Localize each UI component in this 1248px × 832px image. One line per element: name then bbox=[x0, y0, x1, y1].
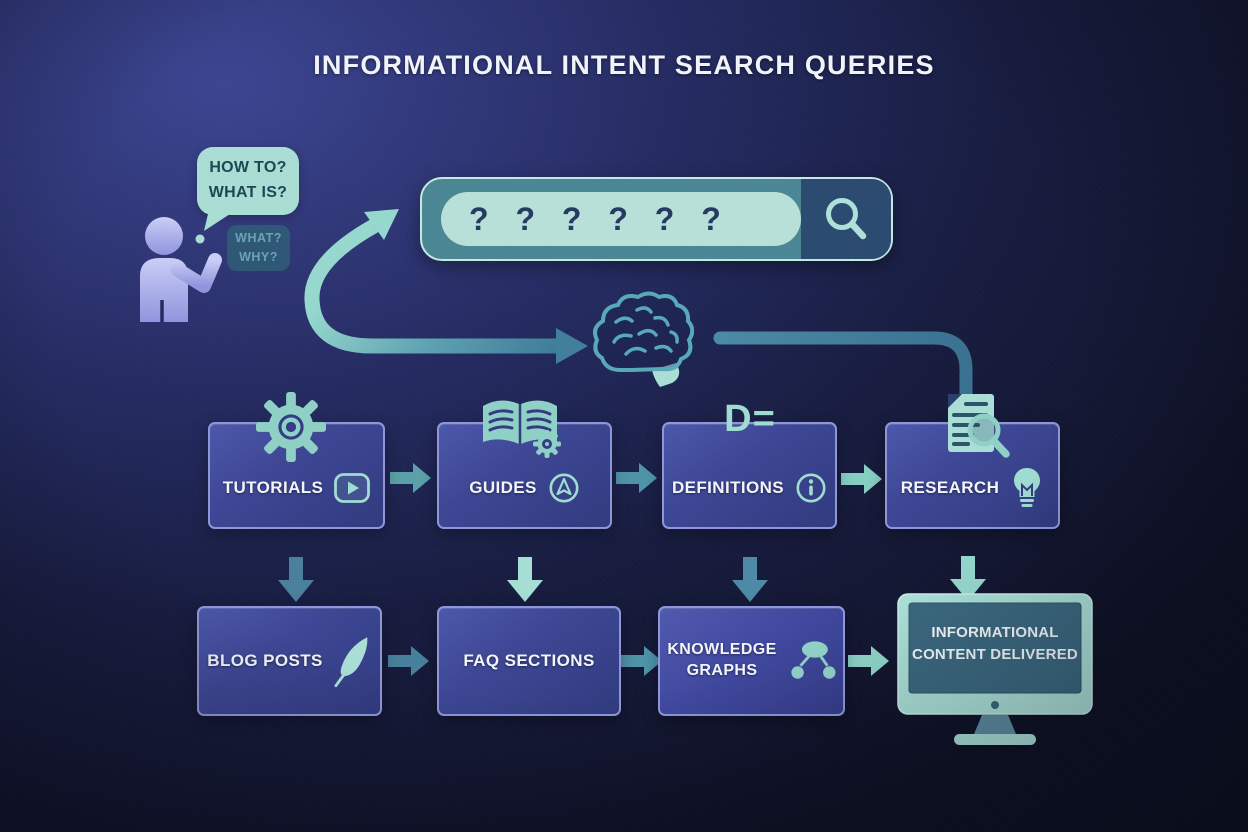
flow-box-faqsections: FAQ SECTIONS bbox=[437, 606, 621, 716]
person-icon bbox=[140, 217, 222, 322]
bubble-secondary-line2: WHY? bbox=[239, 250, 278, 264]
brain-icon bbox=[593, 291, 694, 387]
arrow-guides-to-faq bbox=[507, 557, 543, 602]
lightbulb-icon bbox=[1014, 467, 1041, 507]
info-icon bbox=[796, 473, 826, 502]
flow-box-blogposts: BLOG POSTS bbox=[197, 606, 382, 716]
research-label: RESEARCH bbox=[900, 477, 1000, 497]
knowledgegraphs-label: KNOWLEDGE GRAPHS bbox=[667, 640, 776, 682]
bubble-secondary-line1: WHAT? bbox=[235, 231, 282, 246]
arrow-faq-to-knowledgegraphs bbox=[621, 646, 662, 676]
navigation-arrow-icon bbox=[549, 473, 579, 502]
search-button bbox=[801, 179, 891, 259]
knowledge-graph-icon bbox=[791, 641, 836, 679]
feather-icon bbox=[334, 637, 368, 688]
speech-bubble-secondary: WHAT? WHY? bbox=[227, 225, 290, 271]
search-query-text: ? ? ? ? ? ? bbox=[469, 200, 730, 237]
curved-arrow-path bbox=[304, 218, 564, 354]
play-icon bbox=[334, 472, 371, 503]
arrow-guides-to-definitions bbox=[616, 463, 657, 493]
bubble-primary-line1: HOW TO? bbox=[209, 159, 287, 177]
knowledgegraphs-label-line1: KNOWLEDGE bbox=[667, 641, 777, 659]
arrow-tutorials-to-guides bbox=[390, 463, 431, 493]
definitions-label: DEFINITIONS bbox=[671, 477, 785, 497]
speech-bubble-primary: HOW TO? WHAT IS? bbox=[197, 147, 299, 215]
monitor-text-line1: INFORMATIONAL bbox=[931, 624, 1059, 641]
tutorials-label: TUTORIALS bbox=[222, 477, 324, 497]
knowledgegraphs-label-line2: GRAPHS bbox=[686, 662, 758, 679]
speech-bubble-tail bbox=[195, 214, 230, 244]
monitor-screen-text: INFORMATIONAL CONTENT DELIVERED bbox=[910, 622, 1080, 666]
search-bar: ? ? ? ? ? ? bbox=[420, 177, 893, 261]
arrow-knowledgegraphs-to-monitor bbox=[848, 646, 889, 676]
bubble-primary-line2: WHAT IS? bbox=[208, 184, 288, 201]
document-magnifier-icon bbox=[948, 394, 1010, 458]
monitor-text-line2: CONTENT DELIVERED bbox=[912, 645, 1078, 663]
arrow-definitions-to-research bbox=[841, 464, 882, 494]
arrow-definitions-to-knowledgegraphs bbox=[732, 557, 768, 602]
open-book-gear-icon bbox=[483, 400, 561, 458]
arrowhead-to-brain bbox=[556, 328, 588, 364]
blogposts-label: BLOG POSTS bbox=[207, 651, 323, 670]
search-input: ? ? ? ? ? ? bbox=[441, 192, 801, 246]
arrowhead-to-searchbar bbox=[364, 209, 399, 240]
arrow-research-to-monitor bbox=[950, 556, 986, 601]
page-title: INFORMATIONAL INTENT SEARCH QUERIES bbox=[313, 50, 935, 80]
computer-monitor-icon bbox=[897, 593, 1093, 745]
arrow-tutorials-to-blogposts bbox=[278, 557, 314, 602]
guides-label: GUIDES bbox=[469, 477, 537, 497]
flow-box-knowledgegraphs: KNOWLEDGE GRAPHS bbox=[658, 606, 845, 716]
faqsections-label: FAQ SECTIONS bbox=[463, 651, 595, 670]
flow-box-definitions: DEFINITIONS bbox=[662, 422, 837, 529]
search-icon bbox=[826, 198, 867, 240]
arrow-blogposts-to-faq bbox=[388, 646, 429, 676]
gear-icon bbox=[256, 392, 326, 462]
brain-to-research-line bbox=[713, 331, 973, 421]
letter-d-equals-icon: D= bbox=[724, 398, 776, 440]
